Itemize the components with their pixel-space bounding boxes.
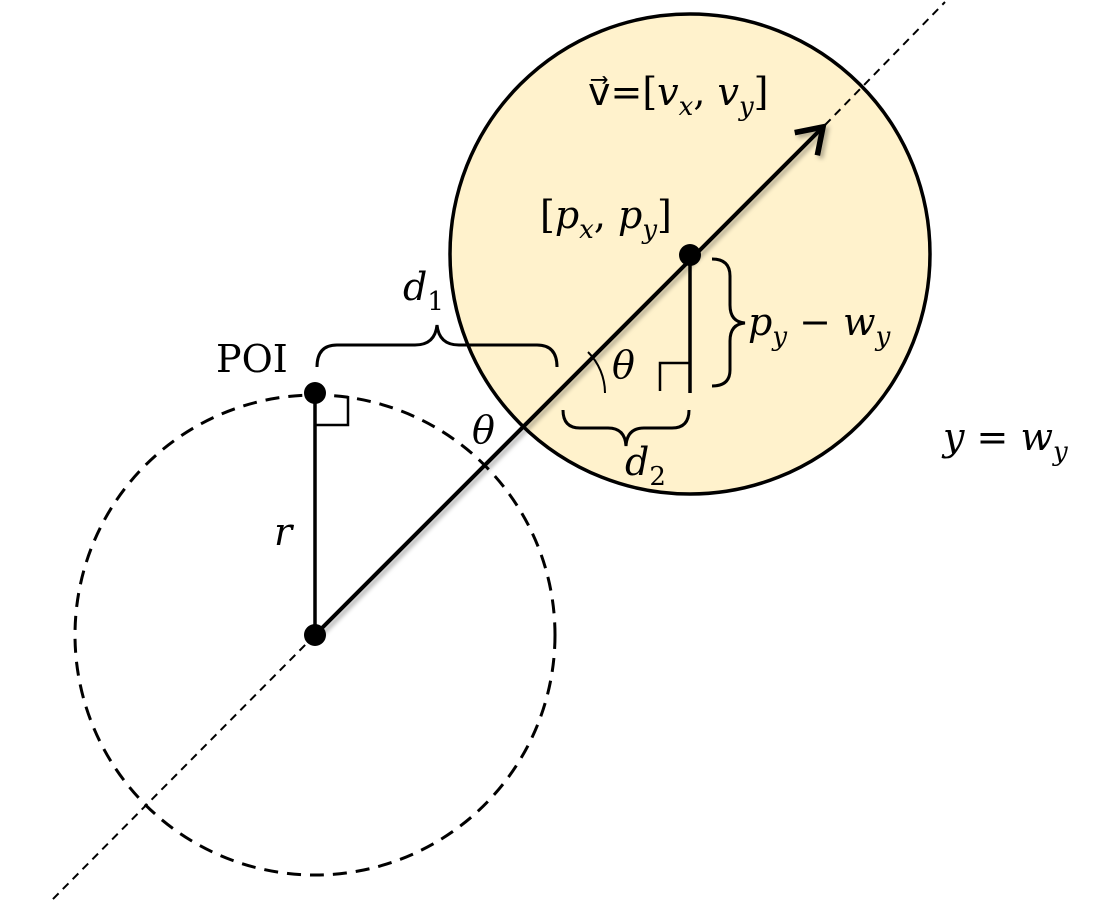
- d2-label: d2: [625, 440, 666, 492]
- d2-brace: [561, 409, 691, 447]
- angle-arc: [587, 351, 606, 394]
- d1-label: d1: [403, 265, 444, 317]
- trajectory-extension-lower: [51, 634, 316, 901]
- turn-center-point: [304, 624, 326, 646]
- position-label: [px, py]: [540, 193, 672, 245]
- height-label: py − wy: [748, 300, 891, 352]
- position-point: [679, 244, 701, 266]
- right-angle-poi: [315, 396, 350, 427]
- radius-label: r: [274, 510, 295, 554]
- velocity-vector: [313, 123, 827, 637]
- velocity-label: v⃗=[vx, vy]: [588, 70, 768, 122]
- trajectory-extension-upper: [824, 1, 946, 126]
- d1-brace: [315, 324, 559, 368]
- poi-point: [304, 382, 326, 404]
- height-brace: [711, 257, 746, 388]
- wall-equation-label: y = wy: [941, 415, 1068, 467]
- theta-lower-label: θ: [472, 408, 495, 452]
- theta-upper-label: θ: [612, 343, 635, 387]
- right-angle-p: [658, 361, 689, 391]
- poi-label: POI: [216, 337, 288, 381]
